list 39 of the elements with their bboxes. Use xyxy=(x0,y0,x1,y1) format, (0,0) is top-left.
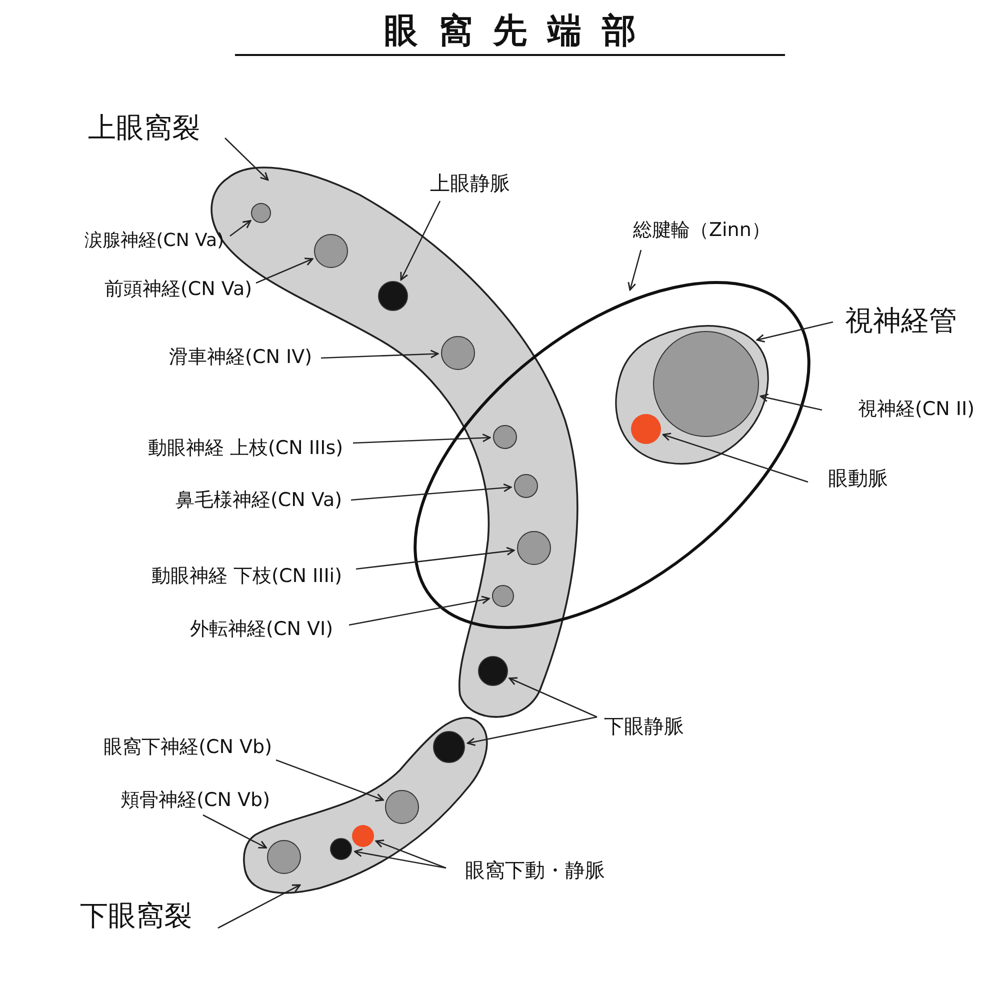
callout-label: 総腱輪（Zinn） xyxy=(633,218,770,243)
callout-label: 鼻毛様神経(CN Va) xyxy=(175,488,342,513)
arrow xyxy=(400,200,441,281)
arrow xyxy=(662,432,808,483)
arrow xyxy=(256,258,314,284)
callout-label: 上眼窩裂 xyxy=(88,110,200,146)
callout-label: 視神経管 xyxy=(845,303,957,340)
arrow xyxy=(348,596,490,626)
arrow xyxy=(230,220,252,237)
callout-label: 外転神経(CN VI) xyxy=(190,617,333,642)
callout-label: 下眼静脈 xyxy=(604,713,684,739)
callout-label: 頬骨神経(CN Vb) xyxy=(120,788,270,813)
arrow xyxy=(224,138,269,181)
callout-label: 下眼窩裂 xyxy=(80,898,192,934)
title: 眼窩先端部 xyxy=(235,8,785,56)
callout-label: 眼動脈 xyxy=(828,465,888,491)
arrow xyxy=(508,677,598,718)
callout-label: 眼窩下動・静脈 xyxy=(465,857,605,883)
arrow xyxy=(356,546,515,570)
callout-label: 滑車神経(CN IV) xyxy=(169,345,312,370)
callout-label: 視神経(CN II) xyxy=(858,397,975,422)
arrow xyxy=(218,884,301,929)
arrow xyxy=(760,394,822,411)
arrow xyxy=(354,848,446,869)
callout-label: 動眼神経 上枝(CN IIIs) xyxy=(148,436,343,461)
arrow xyxy=(756,321,834,343)
arrow xyxy=(350,483,512,501)
arrow xyxy=(352,434,491,444)
callout-label: 前頭神経(CN Va) xyxy=(104,277,252,302)
callout-label: 上眼静脈 xyxy=(430,170,510,196)
arrow xyxy=(276,759,384,802)
arrow xyxy=(320,350,439,359)
callout-label: 動眼神経 下枝(CN IIIi) xyxy=(152,564,342,589)
callout-label: 眼窩下神経(CN Vb) xyxy=(104,735,272,760)
arrow xyxy=(466,716,598,746)
arrow xyxy=(628,250,642,291)
arrow xyxy=(375,840,446,869)
arrow xyxy=(202,814,267,849)
callout-label: 涙腺神経(CN Va) xyxy=(84,229,224,252)
